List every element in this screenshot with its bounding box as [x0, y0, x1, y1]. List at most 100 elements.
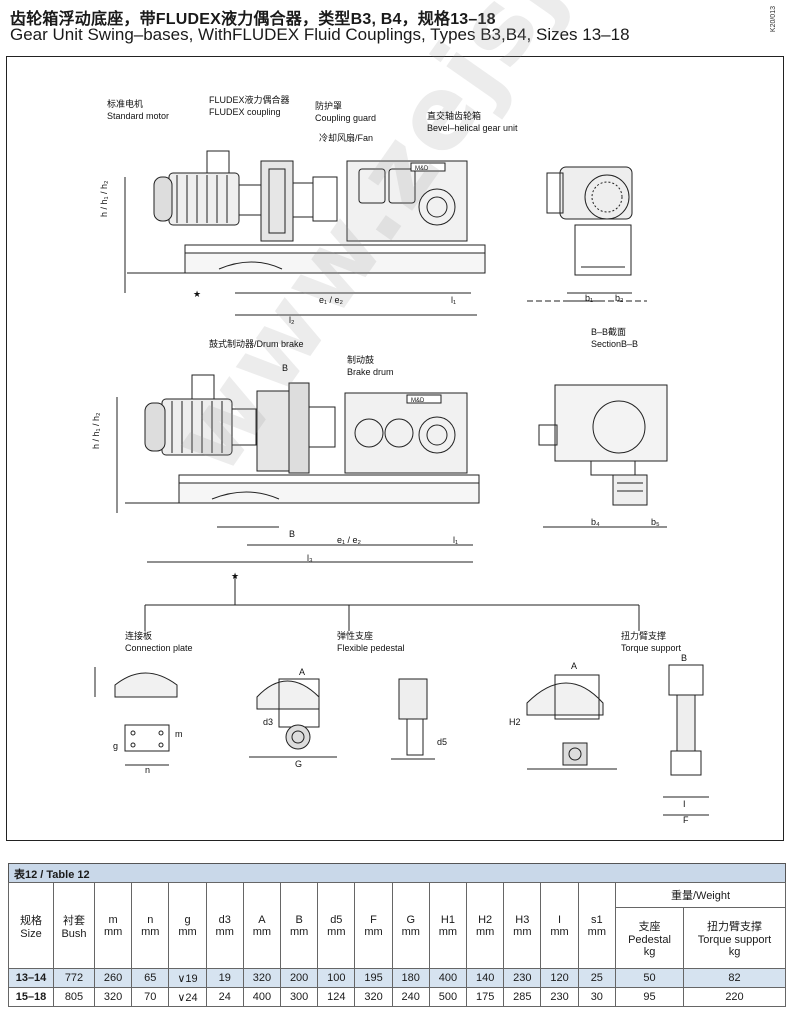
cell: 400 [242, 987, 282, 1007]
table-caption: 表12 / Table 12 [8, 863, 786, 882]
dim-a-flex: A [299, 667, 306, 677]
label-brake-drum-cn: 制动鼓 [347, 355, 375, 365]
col-name: H3 [515, 913, 530, 926]
torque-header-cn: 扭力臂支撑 [707, 921, 762, 933]
brand-plate-top: M&D [415, 166, 429, 172]
bush-header-en: Bush [61, 927, 87, 940]
col-name: m [108, 913, 118, 926]
dim-m: m [175, 729, 183, 739]
cell: 320 [354, 987, 393, 1007]
dim-l1-mid: l₁ [453, 535, 459, 545]
document-code: K20/013 [770, 6, 777, 33]
dim-f: F [683, 815, 689, 825]
dim-b5: b₅ [651, 517, 660, 527]
torque-header-unit: kg [728, 946, 741, 958]
dim-i: I [683, 799, 686, 809]
col-unit: mm [401, 925, 420, 938]
size-header: 规格 Size [8, 882, 54, 969]
label-brake-drum-en: Brake drum [347, 367, 394, 377]
cell: 180 [391, 968, 430, 988]
cell: 230 [540, 987, 579, 1007]
pedestal-header-unit: kg [643, 946, 656, 958]
table-row: 13–14 772 260 65 ∨19 19 320 200 100 195 … [8, 968, 786, 988]
label-section-en: SectionB–B [591, 339, 639, 349]
star-top: ★ [193, 289, 202, 299]
cell: 175 [466, 987, 505, 1007]
dim-g-flex: G [295, 759, 303, 769]
cell-torque: 82 [683, 968, 786, 988]
label-conn-cn: 连接板 [125, 631, 153, 641]
dim-b2: b₂ [615, 293, 624, 303]
bush-header: 衬套 Bush [53, 882, 95, 969]
cell-pedestal: 50 [615, 968, 684, 988]
torque-header: 扭力臂支撑 Torque support kg [683, 907, 786, 969]
col-name: s1 [591, 913, 603, 926]
dim-h-top: h / h₁ / h₂ [99, 180, 109, 217]
cell-bush: 772 [53, 968, 95, 988]
cell: 124 [317, 987, 356, 1007]
dim-e-mid: e₁ / e₂ [337, 535, 362, 545]
label-motor-en: Standard motor [107, 111, 170, 121]
dim-l2: l₂ [289, 315, 295, 325]
dim-g: g [113, 741, 119, 751]
table-header-row-2: 支座 Pedestal kg 扭力臂支撑 Torque support kg [9, 907, 786, 969]
dim-d5: d5 [437, 737, 448, 747]
dim-l3: l₃ [307, 553, 313, 563]
label-drum-brake: 鼓式制动器/Drum brake [209, 339, 304, 349]
cell: 260 [93, 968, 133, 988]
drawing-svg [94, 150, 709, 816]
label-flex-en: Flexible pedestal [337, 643, 405, 653]
cell: 320 [242, 968, 282, 988]
cell: 120 [540, 968, 579, 988]
dim-b-torque: B [681, 653, 688, 663]
cell-size: 13–14 [8, 968, 54, 988]
col-unit: mm [550, 925, 569, 938]
cell: 285 [503, 987, 542, 1007]
col-unit: mm [438, 925, 458, 938]
cell: 140 [466, 968, 505, 988]
label-conn-en: Connection plate [125, 643, 193, 653]
cell: 320 [93, 987, 133, 1007]
cell: 24 [205, 987, 244, 1007]
bush-header-cn: 衬套 [63, 914, 85, 927]
brand-plate-mid: M&D [411, 398, 425, 404]
label-gear-cn: 直交轴齿轮箱 [427, 111, 482, 121]
dim-d3: d3 [263, 717, 274, 727]
label-torque-cn: 扭力臂支撑 [621, 631, 667, 641]
table-row: 15–18 805 320 70 ∨24 24 400 300 124 320 … [8, 987, 786, 1007]
dim-h-mid: h / h₁ / h₂ [91, 412, 101, 449]
dim-b1: b₁ [585, 293, 594, 303]
cell-size: 15–18 [8, 987, 54, 1007]
col-name: A [258, 913, 266, 926]
weight-header: 重量/Weight [615, 882, 786, 908]
cell: 19 [205, 968, 244, 988]
cell-torque: 220 [683, 987, 786, 1007]
col-name: d3 [218, 913, 231, 926]
cell: 500 [428, 987, 468, 1007]
dim-a-torque: A [571, 661, 578, 671]
label-coupling-cn: FLUDEX液力偶合器 [209, 95, 290, 105]
cell: 100 [317, 968, 356, 988]
cell-pedestal: 95 [615, 987, 684, 1007]
pedestal-header-cn: 支座 [638, 921, 661, 933]
col-name: G [406, 913, 415, 926]
cell: 240 [391, 987, 430, 1007]
dim-b-low: B [289, 529, 296, 539]
cell: 195 [354, 968, 393, 988]
col-name: B [295, 913, 303, 926]
label-guard-en: Coupling guard [315, 113, 377, 123]
col-unit: mm [103, 925, 123, 938]
